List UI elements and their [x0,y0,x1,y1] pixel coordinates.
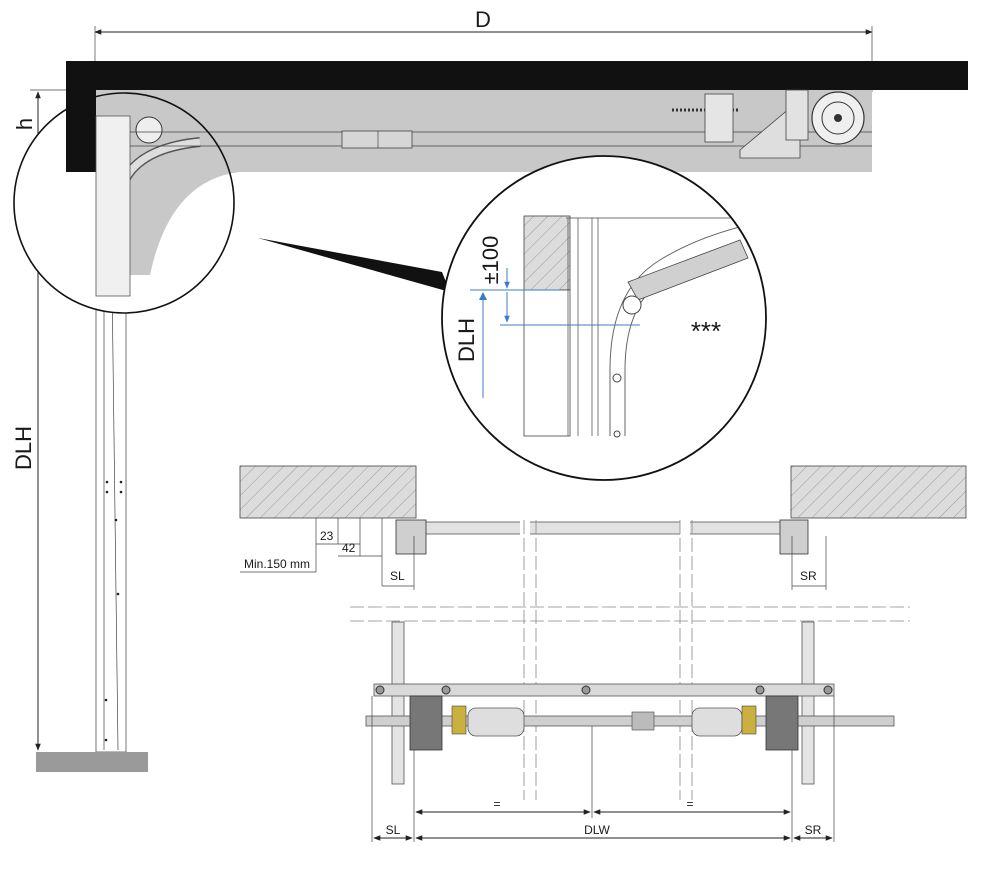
spring-left [467,707,525,737]
note-asterisks: *** [691,316,721,346]
dimension-42: 42 [342,541,356,555]
detail-dlh-label: DLH [454,318,479,362]
dimension-h-label: h [12,118,37,130]
dimension-d-label: D [475,7,491,32]
plan-view-top: Min.150 mm 23 42 SL SR [239,465,967,590]
torsion-shaft [365,715,895,727]
dimension-dlh-label: DLH [11,426,36,470]
equal-left-label: = [493,797,500,811]
tolerance-label: ±100 [478,236,503,285]
door-width-label: DLW [584,823,610,837]
side-left-top-label: SL [390,569,405,583]
side-left-bottom-label: SL [386,823,401,837]
door-leaf-section [415,521,792,535]
callout-leader [258,238,450,292]
floor-slab [36,752,148,772]
equal-right-label: = [686,797,693,811]
side-right-bottom-label: SR [805,823,822,837]
ceiling-lintel [66,61,968,90]
cable-drum-left [409,695,443,751]
detail-callout-circle [13,92,450,314]
wall-right [790,465,967,519]
spring-shaft-assembly [672,89,865,159]
spring-right [691,707,743,737]
cable-drum-right [765,695,799,751]
min-side-label: Min.150 mm [244,557,310,571]
side-right-top-label: SR [800,569,817,583]
wall-left [239,465,417,519]
front-top-rail [373,683,835,697]
dimension-23: 23 [320,529,334,543]
track-connector-bracket [341,130,413,149]
detail-zoom-circle: ±100 DLH *** [441,155,767,481]
plan-view-front: = = SL DLW SR [350,520,910,842]
